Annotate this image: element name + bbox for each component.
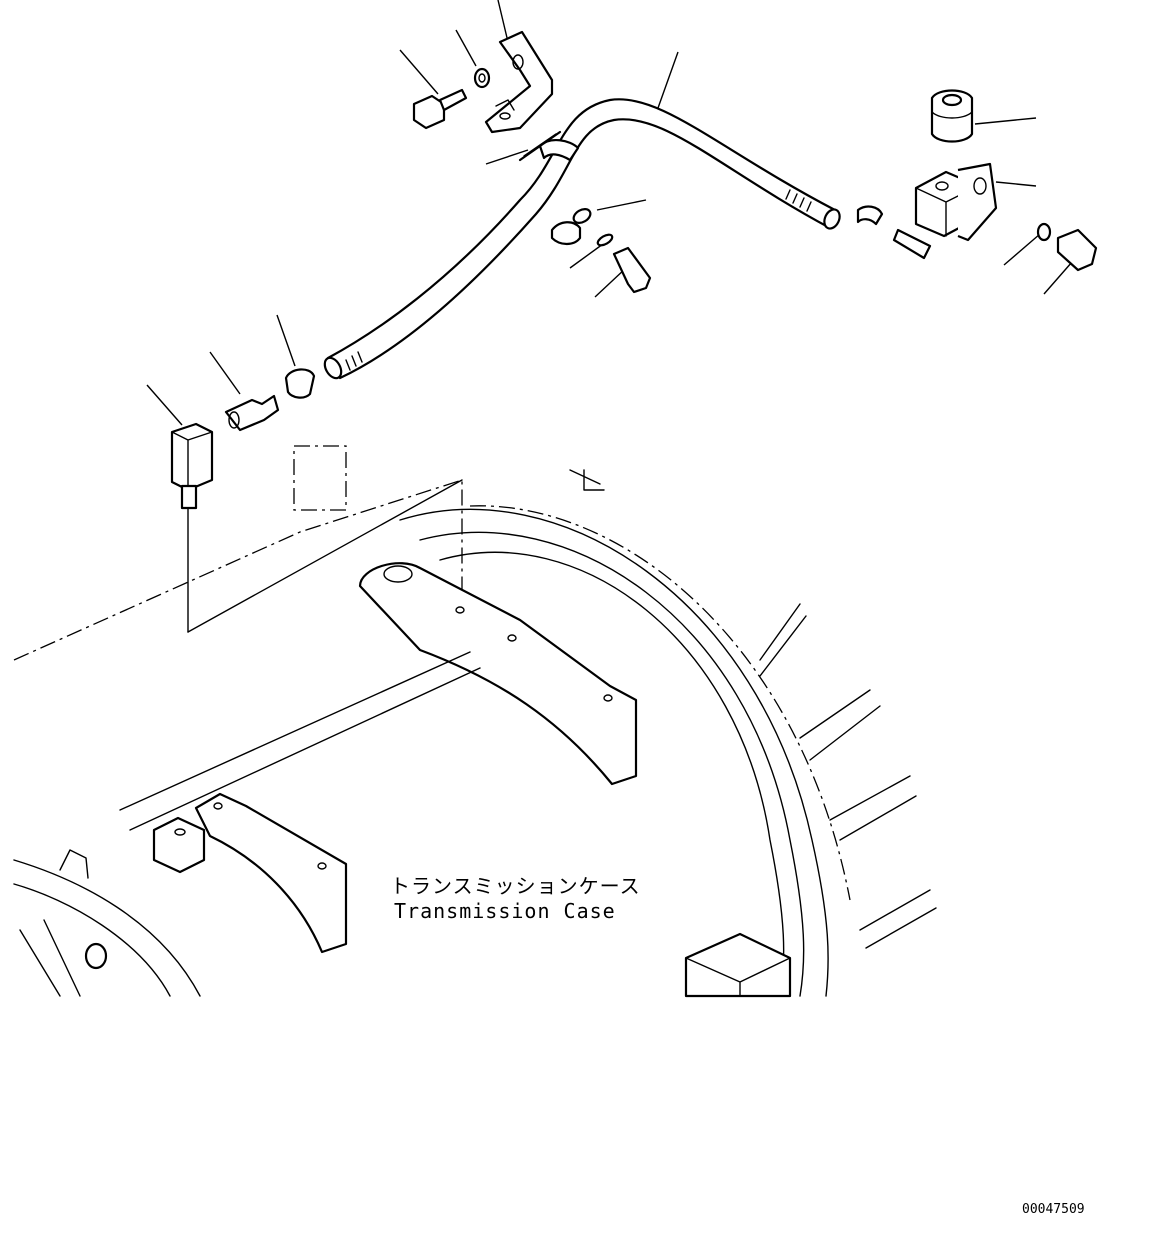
case-label-jp: トランスミッションケース <box>390 874 641 898</box>
hose-clamp <box>518 130 580 162</box>
clip-parts <box>550 208 652 294</box>
switch-assembly <box>856 89 1098 272</box>
hose <box>323 98 841 380</box>
figure-code: 00047509 <box>1022 1202 1085 1217</box>
bolt-top <box>412 67 491 130</box>
mounting-bracket <box>484 30 554 134</box>
leader-lines <box>146 0 1073 426</box>
left-fittings <box>170 368 316 633</box>
case-label-en: Transmission Case <box>394 899 616 923</box>
transmission-case <box>13 445 937 998</box>
